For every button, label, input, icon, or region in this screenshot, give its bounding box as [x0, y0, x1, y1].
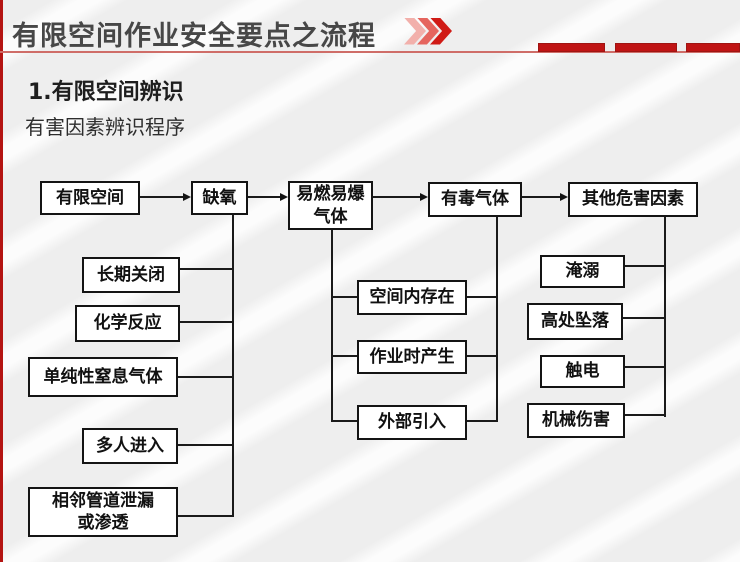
connector-line [178, 376, 234, 378]
node-mechanical-injury: 机械伤害 [527, 403, 625, 438]
header-dash [538, 43, 605, 52]
page-right-margin [740, 0, 752, 562]
connector-line [180, 268, 234, 270]
connector-line [331, 420, 357, 422]
section-heading: 1.有限空间辨识 [28, 80, 184, 105]
connector-line [625, 366, 666, 368]
connector-line [180, 321, 234, 323]
connector-line [178, 444, 234, 446]
header-rule-line [0, 51, 740, 53]
connector-line [496, 217, 498, 422]
triple-chevron-right-icon [404, 17, 452, 45]
node-generated-during-work: 作业时产生 [357, 340, 467, 374]
connector-line [467, 355, 498, 357]
slide-title: 有限空间作业安全要点之流程 [12, 21, 376, 52]
node-multiple-entrants: 多人进入 [82, 428, 178, 464]
node-long-term-closure: 长期关闭 [82, 257, 180, 293]
connector-line [625, 265, 666, 267]
node-electric-shock: 触电 [540, 355, 625, 388]
arrow-head-icon [183, 193, 191, 201]
node-oxygen-deficiency: 缺氧 [191, 181, 248, 215]
node-existing-in-space: 空间内存在 [357, 280, 467, 315]
node-external-introduction: 外部引入 [357, 405, 467, 440]
node-adjacent-pipeline-leak: 相邻管道泄漏 或渗透 [28, 487, 178, 537]
arrow-line [248, 196, 281, 198]
header-dash [615, 43, 677, 52]
node-flammable-explosive-gas: 易燃易爆 气体 [288, 181, 373, 230]
arrow-head-icon [280, 193, 288, 201]
arrow-line [373, 196, 421, 198]
node-chemical-reaction: 化学反应 [75, 305, 180, 342]
connector-line [331, 296, 357, 298]
node-other-hazards: 其他危害因素 [568, 182, 698, 217]
left-accent-bar [0, 0, 3, 562]
arrow-head-icon [560, 193, 568, 201]
node-toxic-gas: 有毒气体 [428, 182, 522, 217]
connector-line [467, 296, 498, 298]
section-subheading: 有害因素辨识程序 [25, 115, 185, 139]
connector-line [331, 355, 357, 357]
connector-line [467, 420, 498, 422]
node-limited-space: 有限空间 [40, 181, 140, 215]
arrow-line [140, 196, 184, 198]
arrow-head-icon [420, 193, 428, 201]
connector-line [625, 414, 666, 416]
node-simple-asphyxiant-gas: 单纯性窒息气体 [28, 357, 178, 397]
connector-line [623, 317, 666, 319]
connector-line [232, 215, 234, 517]
header-dash [686, 43, 740, 52]
node-drowning: 淹溺 [540, 255, 625, 288]
arrow-line [522, 196, 561, 198]
node-fall-from-height: 高处坠落 [527, 303, 623, 340]
connector-line [178, 515, 234, 517]
connector-line [331, 230, 333, 422]
